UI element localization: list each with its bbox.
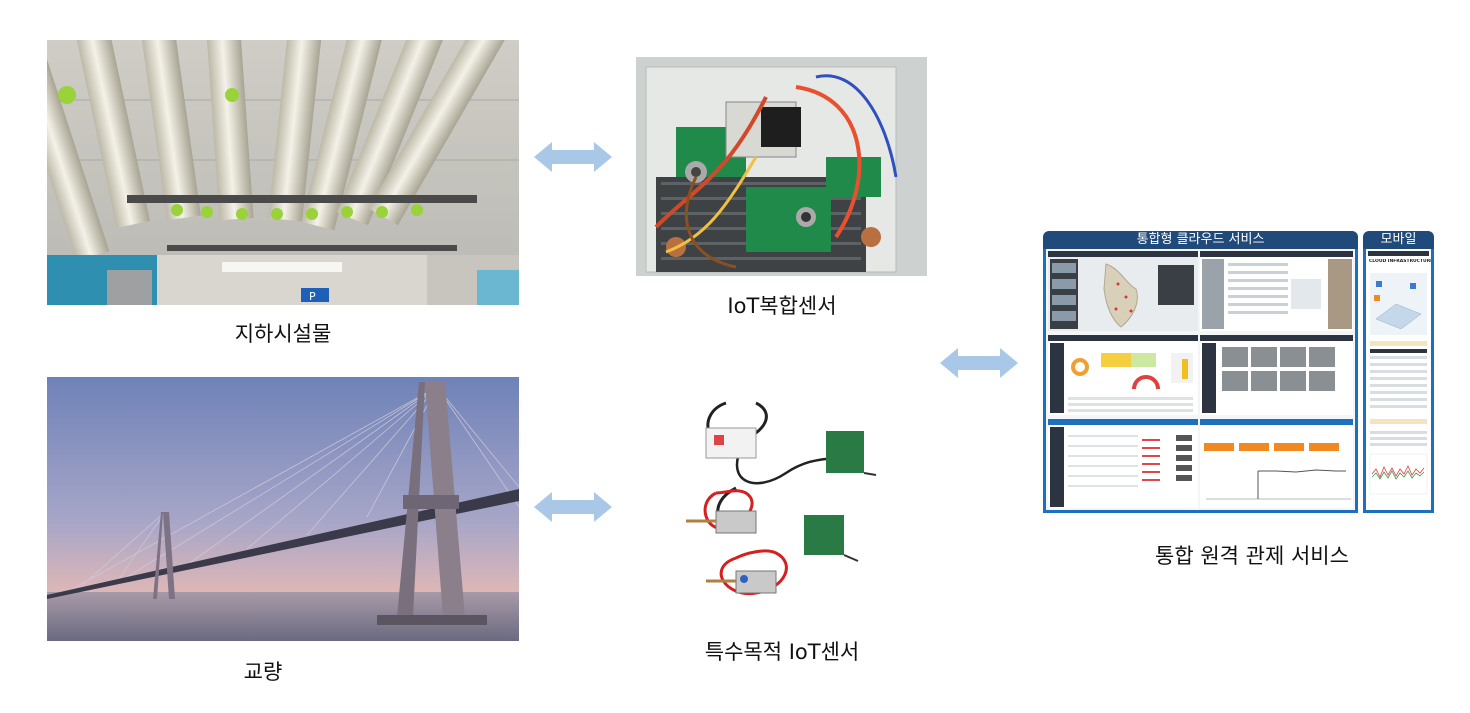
bridge-photo xyxy=(47,377,519,641)
mobile-title: CLOUD INFRASTRUCTURE xyxy=(1369,259,1431,264)
underground-facility-label: 지하시설물 xyxy=(234,322,332,346)
svg-text:P: P xyxy=(309,290,316,303)
cloud-service-tab: 통합형 클라우드 서비스 xyxy=(1043,231,1358,249)
mobile-panel: CLOUD INFRASTRUCTURE xyxy=(1363,249,1434,513)
underground-facility-photo: P xyxy=(47,40,519,305)
bidirectional-arrow-icon-1 xyxy=(534,140,612,174)
special-iot-sensor-photo xyxy=(686,393,878,613)
remote-control-service-label: 통합 원격 관제 서비스 xyxy=(1155,544,1349,568)
mobile-tab: 모바일 xyxy=(1363,231,1434,249)
bridge-label: 교량 xyxy=(243,660,283,684)
bidirectional-arrow-icon-2 xyxy=(534,490,612,524)
iot-complex-sensor-photo xyxy=(636,57,927,276)
cloud-service-panel xyxy=(1043,249,1358,513)
special-iot-sensor-label: 특수목적 IoT센서 xyxy=(704,640,860,664)
iot-complex-sensor-label: IoT복합센서 xyxy=(727,294,837,318)
bidirectional-arrow-icon-3 xyxy=(940,346,1018,380)
